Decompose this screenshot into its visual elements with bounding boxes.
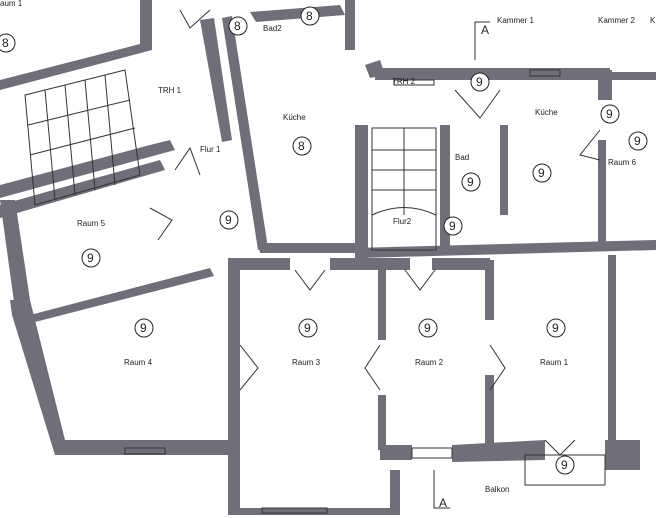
- label-kammer1: Kammer 1: [497, 16, 534, 25]
- marker-8: 8: [292, 136, 312, 156]
- label-raum1: Raum 1: [540, 358, 569, 367]
- staircase-trh1: [24, 69, 141, 206]
- svg-text:8: 8: [2, 36, 9, 50]
- marker-9: 9: [219, 210, 239, 230]
- svg-text:9: 9: [606, 107, 613, 121]
- svg-text:9: 9: [552, 321, 559, 335]
- label-kammer2: Kammer 2: [598, 16, 635, 25]
- marker-9: 9: [443, 216, 463, 236]
- svg-text:8: 8: [298, 139, 305, 153]
- marker-8: 8: [0, 33, 16, 53]
- marker-9: 9: [418, 318, 438, 338]
- label-raum6: Raum 6: [608, 158, 637, 167]
- svg-text:9: 9: [87, 251, 94, 265]
- svg-text:9: 9: [467, 175, 474, 189]
- label-flur1: Flur 1: [200, 145, 221, 154]
- marker-9: 9: [546, 318, 566, 338]
- svg-text:9: 9: [140, 321, 147, 335]
- svg-text:9: 9: [449, 219, 456, 233]
- markers: 8 8 8 8 9 9 9 9 9 9 9 9 9 9 9 9 9: [0, 6, 648, 475]
- label-trh2: TRH 2: [392, 77, 416, 86]
- marker-9: 9: [81, 248, 101, 268]
- label-raum3: Raum 3: [292, 358, 321, 367]
- label-k-partial: K: [650, 16, 656, 25]
- marker-9: 9: [461, 172, 481, 192]
- svg-text:8: 8: [234, 19, 241, 33]
- section-marker-top: A: [481, 23, 489, 37]
- label-bad2: Bad2: [263, 24, 282, 33]
- svg-text:8: 8: [306, 9, 313, 23]
- marker-9: 9: [470, 72, 490, 92]
- label-raum2: Raum 2: [415, 358, 444, 367]
- label-raum4: Raum 4: [124, 358, 153, 367]
- balcony: [524, 454, 606, 486]
- section-marker-bottom: A: [439, 496, 447, 510]
- marker-9: 9: [628, 131, 648, 151]
- marker-9: 9: [134, 318, 154, 338]
- svg-text:9: 9: [538, 166, 545, 180]
- label-trh1: TRH 1: [158, 86, 182, 95]
- svg-text:9: 9: [424, 321, 431, 335]
- marker-8: 8: [300, 6, 320, 26]
- marker-9: 9: [532, 163, 552, 183]
- marker-9: 9: [298, 318, 318, 338]
- label-bad: Bad: [455, 153, 469, 162]
- windows: [124, 69, 561, 514]
- svg-text:9: 9: [561, 458, 568, 472]
- marker-9: 9: [555, 455, 575, 475]
- label-raum1-partial: aum 1: [0, 0, 23, 8]
- marker-9: 9: [600, 104, 620, 124]
- svg-text:9: 9: [634, 134, 641, 148]
- doors: [149, 9, 601, 456]
- svg-text:9: 9: [304, 321, 311, 335]
- label-balkon: Balkon: [485, 485, 509, 494]
- staircase-trh2: [371, 127, 437, 251]
- svg-text:9: 9: [225, 213, 232, 227]
- marker-8: 8: [228, 16, 248, 36]
- label-raum5: Raum 5: [77, 219, 106, 228]
- label-kueche-right: Küche: [535, 108, 558, 117]
- label-kueche-left: Küche: [283, 113, 306, 122]
- label-flur2: Flur2: [393, 217, 412, 226]
- svg-text:9: 9: [476, 75, 483, 89]
